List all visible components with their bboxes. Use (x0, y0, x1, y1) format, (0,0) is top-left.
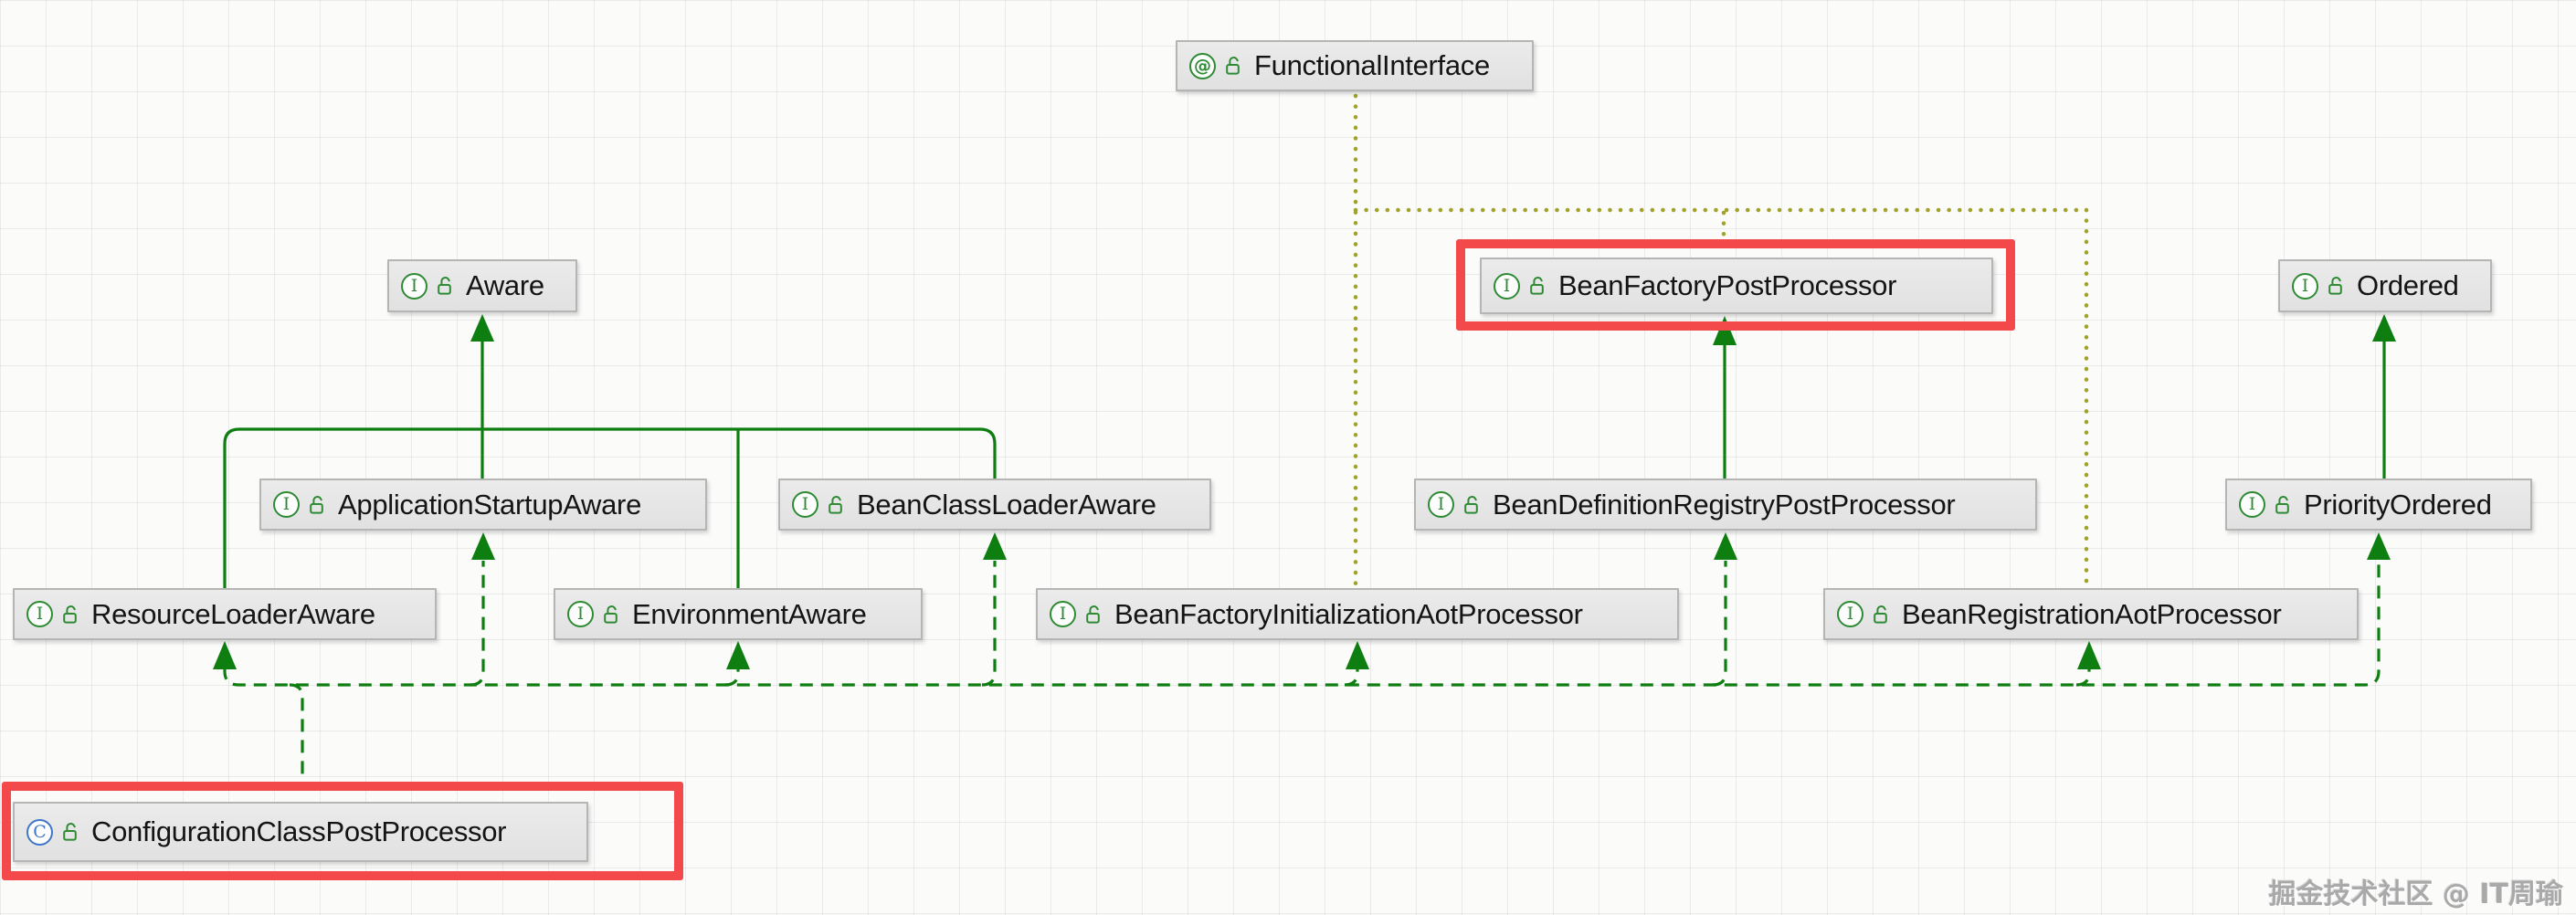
node-label: ApplicationStartupAware (338, 488, 642, 521)
interface-icon: I (792, 491, 818, 518)
unlocked-icon (2274, 494, 2293, 516)
node-ordered[interactable]: I Ordered (2278, 259, 2492, 312)
interface-icon: I (26, 601, 53, 627)
unlocked-icon (2327, 275, 2346, 297)
highlight-box-configuration-class-post-processor (2, 782, 683, 880)
interface-icon: I (2239, 491, 2265, 518)
unlocked-icon (1224, 55, 1243, 77)
node-label: BeanFactoryInitializationAotProcessor (1114, 597, 1583, 630)
node-bean-registration-aot-processor[interactable]: I BeanRegistrationAotProcessor (1823, 588, 2359, 640)
annotation-edges (1353, 93, 2089, 588)
node-label: ConfigurationClassPostProcessor (91, 815, 507, 847)
unlocked-icon (1084, 604, 1103, 626)
unlocked-icon (1462, 494, 1482, 516)
node-environment-aware[interactable]: I EnvironmentAware (554, 588, 923, 640)
interface-icon: I (1837, 601, 1863, 627)
interface-icon: I (401, 272, 428, 300)
node-application-startup-aware[interactable]: I ApplicationStartupAware (259, 479, 707, 531)
node-label: PriorityOrdered (2304, 488, 2492, 521)
node-resource-loader-aware[interactable]: I ResourceLoaderAware (13, 588, 437, 640)
implements-arrowheads (213, 532, 2391, 669)
node-label: BeanClassLoaderAware (857, 488, 1156, 521)
node-label: Aware (466, 269, 544, 301)
node-label: EnvironmentAware (632, 597, 867, 630)
node-bean-definition-registry-post-processor[interactable]: I BeanDefinitionRegistryPostProcessor (1414, 479, 2037, 531)
node-label: BeanFactoryPostProcessor (1558, 269, 1897, 301)
node-label: FunctionalInterface (1254, 49, 1490, 81)
interface-icon: I (1494, 272, 1520, 300)
unlocked-icon (602, 604, 621, 626)
interface-icon: I (2292, 272, 2318, 300)
interface-icon: I (567, 601, 594, 627)
unlocked-icon (308, 494, 327, 516)
node-label: ResourceLoaderAware (91, 597, 375, 630)
node-label: Ordered (2357, 269, 2459, 301)
class-icon: C (26, 818, 53, 846)
watermark: 掘金技术社区 @ IT周瑜 (2268, 878, 2563, 910)
node-aware[interactable]: I Aware (387, 259, 577, 312)
unlocked-icon (61, 604, 80, 626)
node-bean-class-loader-aware[interactable]: I BeanClassLoaderAware (778, 479, 1211, 531)
annotation-icon: @ (1189, 52, 1216, 79)
node-bean-factory-initialization-aot-processor[interactable]: I BeanFactoryInitializationAotProcessor (1036, 588, 1679, 640)
unlocked-icon (1528, 275, 1547, 297)
node-functional-interface[interactable]: @ FunctionalInterface (1176, 40, 1534, 91)
implements-edges (223, 561, 2381, 782)
node-label: BeanRegistrationAotProcessor (1902, 597, 2282, 630)
unlocked-icon (436, 275, 455, 297)
node-label: BeanDefinitionRegistryPostProcessor (1493, 488, 1956, 521)
extends-edges (223, 341, 2386, 588)
node-configuration-class-post-processor[interactable]: C ConfigurationClassPostProcessor (13, 802, 588, 862)
interface-icon: I (1428, 491, 1454, 518)
node-bean-factory-post-processor[interactable]: I BeanFactoryPostProcessor (1480, 258, 1993, 314)
unlocked-icon (61, 821, 80, 843)
node-priority-ordered[interactable]: I PriorityOrdered (2225, 479, 2532, 531)
highlight-box-bean-factory-post-processor (1456, 239, 2015, 331)
extends-arrowheads (470, 314, 2396, 345)
interface-icon: I (1050, 601, 1076, 627)
unlocked-icon (827, 494, 846, 516)
interface-icon: I (273, 491, 300, 518)
unlocked-icon (1872, 604, 1891, 626)
